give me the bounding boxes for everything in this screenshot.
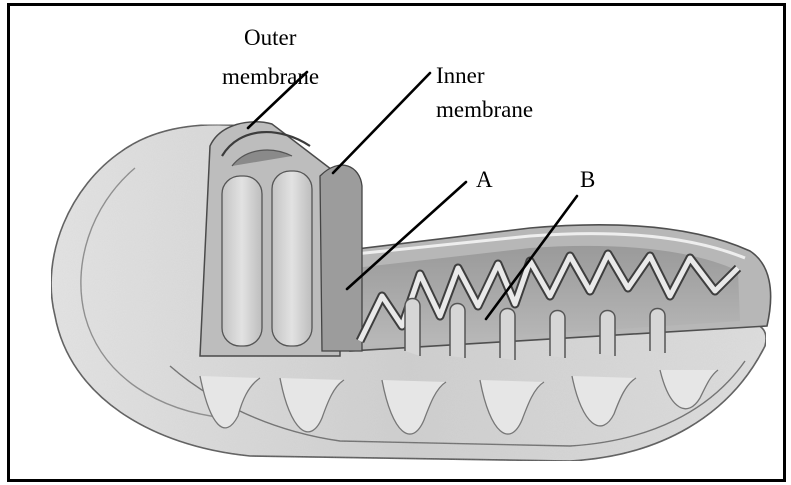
cut-face-cristae xyxy=(200,122,362,356)
inner-membrane-label-line2: membrane xyxy=(436,96,533,123)
mitochondrion-illustration xyxy=(10,6,783,479)
label-a: A xyxy=(476,166,493,193)
diagram-frame: Outer membrane Inner membrane A B xyxy=(7,3,786,482)
label-b: B xyxy=(580,166,595,193)
outer-membrane-label-line2: membrane xyxy=(222,63,319,90)
outer-membrane-label-line1: Outer xyxy=(244,24,296,51)
inner-membrane-leader xyxy=(333,73,430,173)
inner-membrane-label-line1: Inner xyxy=(436,62,485,89)
